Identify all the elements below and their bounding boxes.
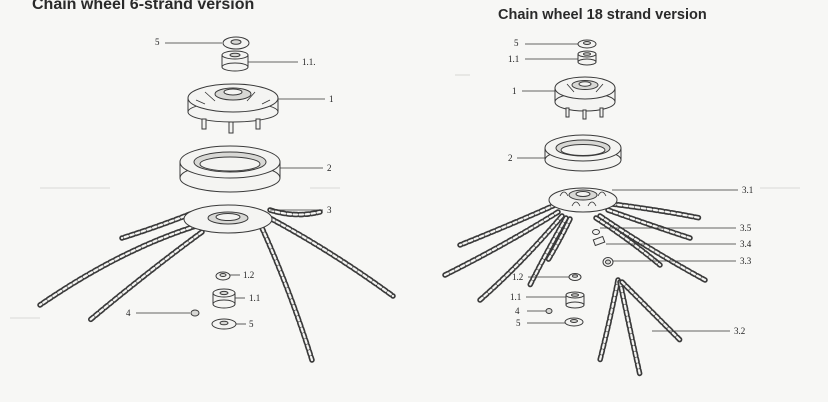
nut-4-right (545, 308, 553, 314)
ring-2-right (544, 134, 622, 172)
bearing-bottom-1-1 (212, 288, 236, 309)
label-3-2: 3.2 (734, 326, 745, 336)
chains-18 (442, 201, 708, 378)
washer-top-5-right (577, 39, 597, 49)
label-1-right: 1 (512, 86, 517, 96)
label-1-1-bottom-right: 1.1 (510, 292, 521, 302)
label-5-top: 5 (155, 37, 160, 47)
ring-2 (179, 145, 281, 193)
sleeve-3-4 (592, 235, 606, 247)
label-1: 1 (329, 94, 334, 104)
label-3-3: 3.3 (740, 256, 752, 266)
spacer-1-2-right (568, 273, 582, 281)
diagram-6-strand: 5 1.1. 1 (37, 36, 396, 363)
washer-bottom-5 (211, 318, 237, 330)
bearing-top-1-1-right (577, 50, 597, 66)
label-3-5: 3.5 (740, 223, 752, 233)
scan-bleed-through (10, 74, 800, 319)
label-3-4: 3.4 (740, 239, 752, 249)
diagram-18-strand: 5 1.1 1 (442, 38, 753, 378)
label-5-bottom-right: 5 (516, 318, 521, 328)
label-2-right: 2 (508, 153, 513, 163)
chain-disc-3 (37, 204, 396, 363)
spring-ring-3-3 (602, 257, 614, 267)
washer-bottom-5-right (564, 317, 584, 327)
label-1-2-right: 1.2 (512, 272, 523, 282)
bearing-bottom-1-1-right (565, 291, 585, 309)
label-1-2: 1.2 (243, 270, 254, 280)
label-2: 2 (327, 163, 332, 173)
label-5-top-right: 5 (514, 38, 519, 48)
label-1-1-bottom: 1.1 (249, 293, 260, 303)
nut-4 (190, 309, 200, 317)
label-4-right: 4 (515, 306, 520, 316)
title-6-strand: Chain wheel 6-strand version (32, 0, 255, 13)
title-18-strand: Chain wheel 18 strand version (498, 7, 707, 23)
pin-3-5 (592, 229, 600, 235)
washer-top-5 (222, 36, 250, 50)
label-4: 4 (126, 308, 131, 318)
label-1-1-top: 1.1. (302, 57, 316, 67)
spacer-1-2 (215, 271, 231, 281)
chain-disc-3-1 (548, 187, 618, 213)
label-5-bottom: 5 (249, 319, 254, 329)
label-1-1-top-right: 1.1 (508, 54, 519, 64)
bearing-top-1-1 (221, 50, 249, 72)
label-3: 3 (327, 205, 332, 215)
hub-1 (187, 83, 279, 134)
label-3-1: 3.1 (742, 185, 753, 195)
hub-1-right (554, 76, 616, 120)
